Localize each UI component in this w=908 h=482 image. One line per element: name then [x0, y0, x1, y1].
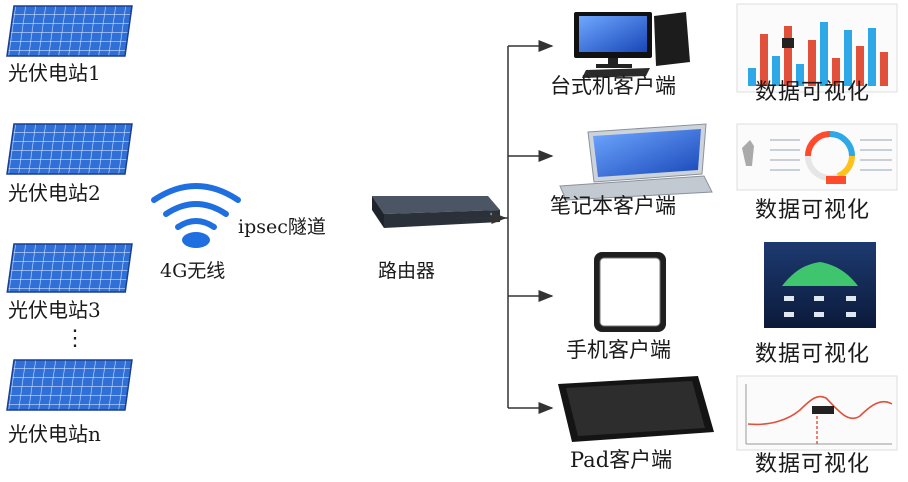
distribution-lines	[490, 40, 554, 414]
solar-panel-1-icon	[6, 5, 133, 57]
line-chart-thumbnail	[736, 375, 898, 451]
thumbnail-bar	[808, 40, 816, 86]
phone-icon	[594, 252, 666, 332]
thumbnail-bar	[880, 52, 888, 86]
client-label-desktop: 台式机客户端	[550, 74, 676, 98]
dark-dashboard-thumbnail	[764, 242, 876, 328]
thumbnail-bar	[784, 26, 792, 86]
thumbnail-bar	[820, 22, 828, 86]
viz-label-2: 数据可视化	[755, 198, 871, 223]
thumbnail-bar	[868, 28, 876, 86]
wifi-icon	[151, 183, 241, 248]
thumbnail-bar	[832, 58, 840, 86]
thumbnail-bar	[796, 64, 804, 86]
thumbnail-bar	[844, 30, 852, 86]
station-label-2: 光伏电站2	[8, 181, 101, 205]
desktop-computer-icon	[574, 12, 690, 78]
wireless-label: 4G无线	[160, 260, 226, 282]
station-label-3: 光伏电站3	[8, 298, 101, 322]
client-label-pad: Pad客户端	[570, 448, 673, 472]
laptop-icon	[559, 123, 713, 201]
station-label-n: 光伏电站n	[8, 422, 101, 446]
viz-label-3: 数据可视化	[755, 342, 871, 367]
thumbnail-bar	[856, 46, 864, 86]
tunnel-label: ipsec隧道	[238, 216, 326, 238]
solar-panel-n-icon	[6, 359, 133, 411]
tablet-icon	[558, 376, 714, 442]
station-label-1: 光伏电站1	[8, 61, 101, 85]
viz-label-1: 数据可视化	[755, 80, 871, 105]
solar-panel-2-icon	[6, 123, 133, 175]
router-icon	[372, 196, 500, 228]
solar-panel-3-icon	[6, 243, 133, 293]
thumbnail-bar	[748, 68, 756, 86]
client-label-laptop: 笔记本客户端	[550, 194, 676, 218]
ellipsis: ⋮	[64, 326, 86, 351]
bar-chart-thumbnail	[736, 3, 898, 93]
client-label-phone: 手机客户端	[566, 338, 671, 362]
thumbnail-bar	[760, 34, 768, 86]
thumbnail-bar	[772, 56, 780, 86]
gauge-dashboard-thumbnail	[736, 123, 898, 191]
router-label: 路由器	[378, 260, 436, 282]
viz-label-4: 数据可视化	[755, 452, 871, 477]
